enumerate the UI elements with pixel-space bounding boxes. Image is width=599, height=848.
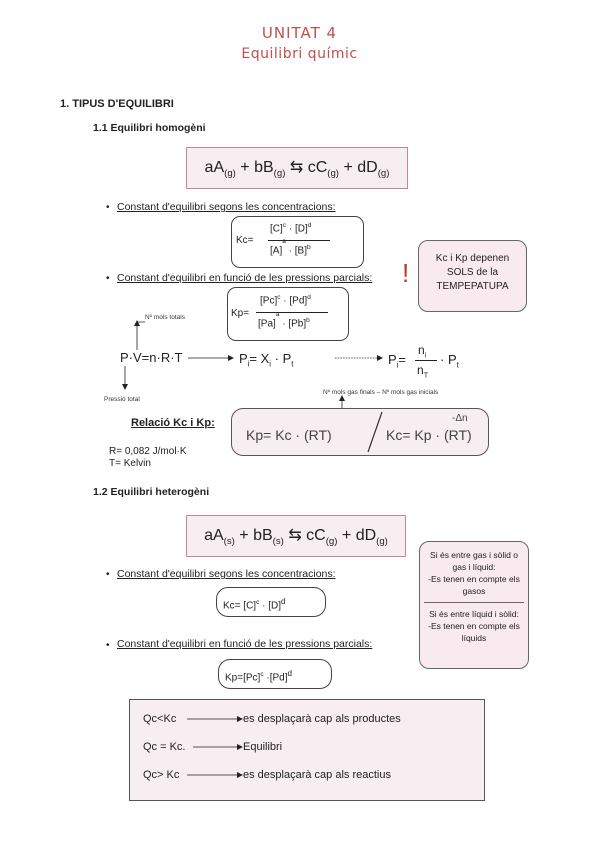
subsection-heading-homogeneous: 1.1 Equilibri homogèni xyxy=(93,122,206,134)
kp-formula-box: Kp= [Pc]c · [Pd]d [Pa]a · [Pb]b xyxy=(227,287,349,341)
section-heading: 1. TIPUS D'EQUILIBRI xyxy=(60,98,174,110)
kp-denominator: [Pa]a · [Pb]b xyxy=(258,311,310,330)
temperature-note: Kc i Kp depenen SOLS de la TEMPEPATUPA xyxy=(418,240,527,312)
note-divider xyxy=(424,602,524,603)
temperature-unit: T= Kelvin xyxy=(109,458,151,469)
kp-relation: Kp= Kc · (RT) xyxy=(246,427,332,443)
unit-subtitle: Equilibri químic xyxy=(241,46,358,62)
ideal-gas-law: P·V=n·R·T xyxy=(120,350,183,365)
arrow-right-icon xyxy=(187,772,243,778)
delta-n-definition: Nº mols gas finals – Nº mols gas inicial… xyxy=(323,389,439,396)
separator-slash-icon xyxy=(367,411,383,453)
note-liquid-condition: Si és entre líquid i sòlid: xyxy=(429,609,519,619)
homogeneous-equation-box: aA(g) + bB(g) ⇆ cC(g) + dD(g) xyxy=(186,147,408,189)
kc-formula-box: Kc= [C]c · [D]d [A]a · [B]b xyxy=(231,216,364,268)
quotient-cond-2: Qc = Kc. xyxy=(143,741,186,753)
bullet-kc-homogeneous: Constant d'equilibri segons les concentr… xyxy=(117,201,336,213)
arrow-right-icon xyxy=(193,744,243,750)
bullet-kp-homogeneous: Constant d'equilibri en funció de les pr… xyxy=(117,272,373,284)
heterogeneous-equation-box: aA(s) + bB(s) ⇆ cC(g) + dD(g) xyxy=(186,515,406,557)
note-gas-rule: -Es tenen en compte els gasos xyxy=(428,574,520,596)
r-constant: R= 0,082 J/mol·K xyxy=(109,446,187,457)
ideal-gas-arrows xyxy=(122,320,145,390)
arrow-head-icon xyxy=(134,320,140,326)
kp-label: Kp= xyxy=(231,308,250,319)
quotient-result-1: es desplaçarà cap als productes xyxy=(243,713,401,725)
arrow-right-icon xyxy=(188,355,234,361)
kc-denominator: [A]a · [B]b xyxy=(270,238,311,257)
heterogeneous-note: Si és entre gas i sòlid o gas i líquid: … xyxy=(419,541,529,669)
arrow-up-icon xyxy=(136,321,145,350)
temperature-note-text: Kc i Kp depenen SOLS de la TEMPEPATUPA xyxy=(435,253,510,292)
quotient-cond-3: Qc> Kc xyxy=(143,769,180,781)
note-liquid-rule: -Es tenen en compte els líquids xyxy=(428,621,520,643)
relation-heading: Relació Kc i Kp: xyxy=(131,417,215,429)
note-gas-condition: Si és entre gas i sòlid o gas i líquid: xyxy=(430,550,518,572)
pressio-total-label: Pressió total xyxy=(104,396,140,403)
quotient-result-3: es desplaçarà cap als reactius xyxy=(243,769,391,781)
kc-numerator: [C]c · [D]d xyxy=(270,222,312,235)
kp-numerator: [Pc]c · [Pd]d xyxy=(260,294,311,307)
arrow-right-icon xyxy=(187,716,243,722)
kc-hetero-box: Kc= [C]c · [D]d xyxy=(216,587,326,617)
total-pressure-factor: · Pt xyxy=(440,352,459,370)
bullet-icon: • xyxy=(106,202,110,213)
bullet-icon: • xyxy=(106,569,110,580)
heterogeneous-equation: aA(s) + bB(s) ⇆ cC(g) + dD(g) xyxy=(204,527,388,548)
kp-hetero-formula: Kp=[Pc]c ·[Pd]d xyxy=(225,669,292,684)
ni-fraction-line xyxy=(415,360,437,361)
subsection-heading-heterogeneous: 1.2 Equilibri heterogèni xyxy=(93,486,210,498)
equilibrium-arrow-icon: ⇆ xyxy=(289,159,304,176)
kc-fraction-line xyxy=(268,240,330,241)
dotted-arrow-right-icon xyxy=(335,355,383,361)
bullet-kp-heterogeneous: Constant d'equilibri en funció de les pr… xyxy=(117,638,373,650)
mols-totals-label: Nº mols totals xyxy=(145,314,185,321)
note-liquid-section: Si és entre líquid i sòlid: -Es tenen en… xyxy=(420,608,528,644)
warning-icon: ! xyxy=(402,258,410,288)
nt-denominator: nT xyxy=(417,363,429,380)
ni-numerator: ni xyxy=(418,343,427,360)
kp-hetero-box: Kp=[Pc]c ·[Pd]d xyxy=(218,659,332,689)
bullet-icon: • xyxy=(106,640,110,651)
bullet-icon: • xyxy=(106,273,110,284)
partial-pressure-molar-fraction: Pi= Xi · Pt xyxy=(239,351,294,369)
quotient-result-2: Equilibri xyxy=(243,741,283,753)
kc-hetero-formula: Kc= [C]c · [D]d xyxy=(223,597,286,612)
note-gas-section: Si és entre gas i sòlid o gas i líquid: … xyxy=(420,542,528,597)
partial-pressure-left: Pi= xyxy=(388,352,406,370)
bullet-kc-heterogeneous: Constant d'equilibri segons les concentr… xyxy=(117,568,336,580)
quotient-cond-1: Qc<Kc xyxy=(143,713,177,725)
equilibrium-arrow-icon: ⇆ xyxy=(288,527,302,544)
reaction-quotient-box: Qc<Kc es desplaçarà cap als productes Qc… xyxy=(129,699,485,801)
homogeneous-equation: aA(g) + bB(g) ⇆ cC(g) + dD(g) xyxy=(204,159,390,180)
kc-kp-relation-box: Kp= Kc · (RT) Kc= Kp · (RT) -Δn xyxy=(231,408,489,456)
kc-label: Kc= xyxy=(236,235,254,246)
arrow-head-icon xyxy=(122,384,128,390)
kp-fraction-line xyxy=(256,312,328,313)
neg-delta-n-exponent: -Δn xyxy=(452,413,468,424)
unit-title: UNITAT 4 xyxy=(261,24,338,42)
kc-relation: Kc= Kp · (RT) xyxy=(386,427,472,443)
